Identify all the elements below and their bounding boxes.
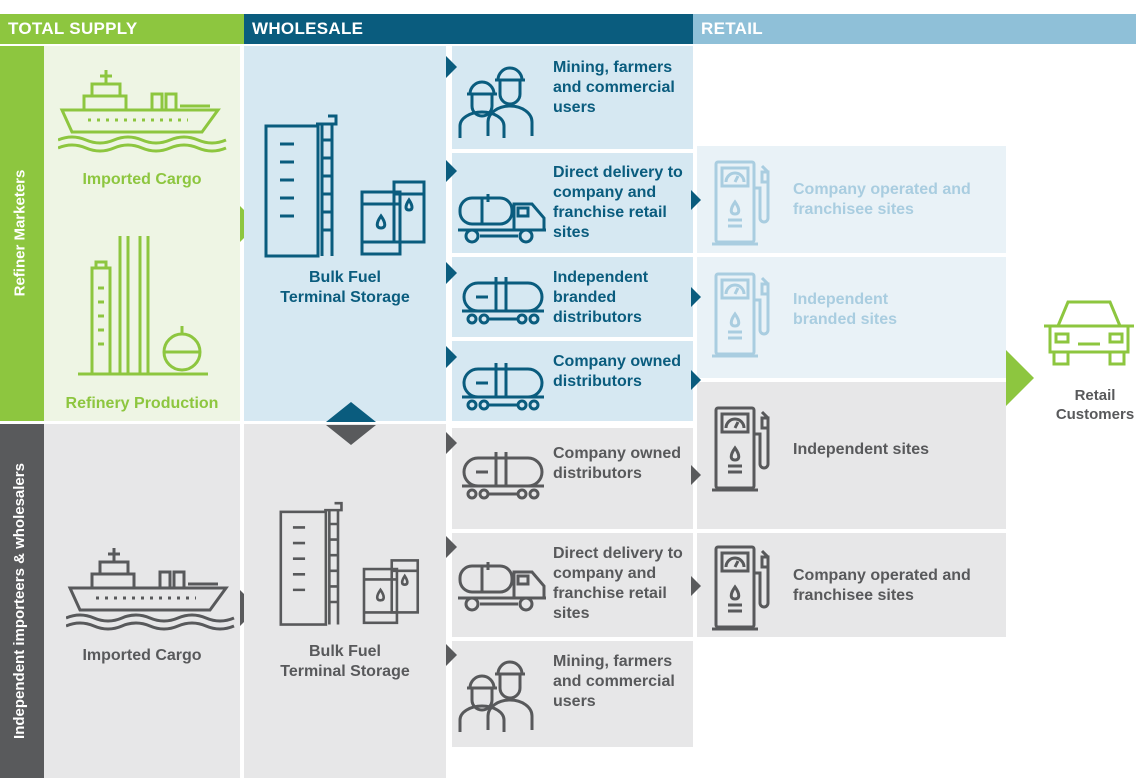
terminal-top-label: Bulk Fuel Terminal Storage xyxy=(280,269,410,306)
retail-site-1-label: Company operated and franchisee sites xyxy=(793,181,971,218)
arrow-down-icon xyxy=(326,425,376,445)
retail-site-4-label: Company operated and franchisee sites xyxy=(793,567,971,604)
wholesale-channel-bottom-1 xyxy=(452,428,693,529)
supply-top-cargo-label: Imported Cargo xyxy=(82,171,202,188)
arrow-right-icon xyxy=(446,262,457,284)
cargo-ship-icon xyxy=(66,548,235,631)
arrow-right-icon xyxy=(691,576,701,596)
retail-site-2-label: Independent branded sites xyxy=(793,291,898,328)
arrow-right-icon xyxy=(691,465,701,485)
terminal-panel-bottom xyxy=(244,424,446,778)
wholesale-bottom-2-label: Direct delivery to company and franchise… xyxy=(553,545,683,622)
customers-label: Retail Customers xyxy=(1055,387,1135,423)
fuel-pump-icon xyxy=(712,160,770,246)
arrow-right-icon xyxy=(446,644,457,666)
fuel-pump-icon xyxy=(712,406,770,492)
rail-tanker-icon xyxy=(462,452,544,500)
wholesale-channel-top-3 xyxy=(452,257,693,337)
workers-icon xyxy=(458,660,534,732)
terminal-bottom-label: Bulk Fuel Terminal Storage xyxy=(280,643,410,680)
tanker-truck-icon xyxy=(458,194,546,244)
arrow-right-icon xyxy=(446,432,457,454)
refinery-icon xyxy=(78,236,208,376)
wholesale-channel-bottom-2 xyxy=(452,533,693,637)
retail-site-3-label: Independent sites xyxy=(793,441,930,458)
terminal-panel-top xyxy=(244,46,446,421)
tanker-truck-icon xyxy=(458,562,546,612)
retail-site-1 xyxy=(697,146,1006,253)
arrow-up-icon xyxy=(326,402,376,422)
side-label-independent: Independent importeers & wholesalers xyxy=(11,463,28,739)
wholesale-top-4-label: Company owned distributors xyxy=(553,353,682,390)
header-retail: RETAIL xyxy=(693,14,1136,44)
side-band-independent: Independent importeers & wholesalers xyxy=(0,424,44,778)
retail-site-2 xyxy=(697,257,1006,378)
car-icon xyxy=(1044,300,1134,366)
supply-top-refinery-label: Refinery Production xyxy=(65,395,219,412)
arrow-right-icon xyxy=(446,536,457,558)
wholesale-bottom-1-label: Company owned distributors xyxy=(553,445,682,482)
workers-icon xyxy=(458,66,534,138)
retail-site-4 xyxy=(697,533,1006,637)
header-total-supply: TOTAL SUPPLY xyxy=(0,14,244,44)
wholesale-bottom-3-label: Mining, farmers and commercial users xyxy=(553,653,675,710)
arrow-right-icon xyxy=(446,346,457,368)
cargo-ship-icon xyxy=(58,70,227,153)
arrow-right-icon xyxy=(691,287,701,307)
arrow-right-icon xyxy=(691,190,701,210)
fuel-pump-icon xyxy=(712,545,770,631)
arrow-right-icon xyxy=(691,370,701,390)
wholesale-top-2-label: Direct delivery to company and franchise… xyxy=(553,164,683,241)
fuel-terminal-icon xyxy=(279,501,420,626)
wholesale-top-1-label: Mining, farmers and commercial users xyxy=(553,59,675,116)
side-label-refiner: Refiner Marketers xyxy=(11,169,29,297)
rail-tanker-icon xyxy=(462,277,544,325)
side-band-refiner: Refiner Marketers xyxy=(0,46,44,421)
fuel-terminal-icon xyxy=(264,114,426,258)
header-wholesale: WHOLESALE xyxy=(244,14,693,44)
rail-tanker-icon xyxy=(462,363,544,411)
supply-bottom-cargo-label: Imported Cargo xyxy=(82,647,202,664)
arrow-right-icon xyxy=(446,56,457,78)
arrow-right-icon xyxy=(446,160,457,182)
arrow-right-icon xyxy=(1006,350,1034,406)
wholesale-channel-top-4 xyxy=(452,341,693,421)
fuel-pump-icon xyxy=(712,272,770,358)
wholesale-top-3-label: Independent branded distributors xyxy=(553,269,649,326)
